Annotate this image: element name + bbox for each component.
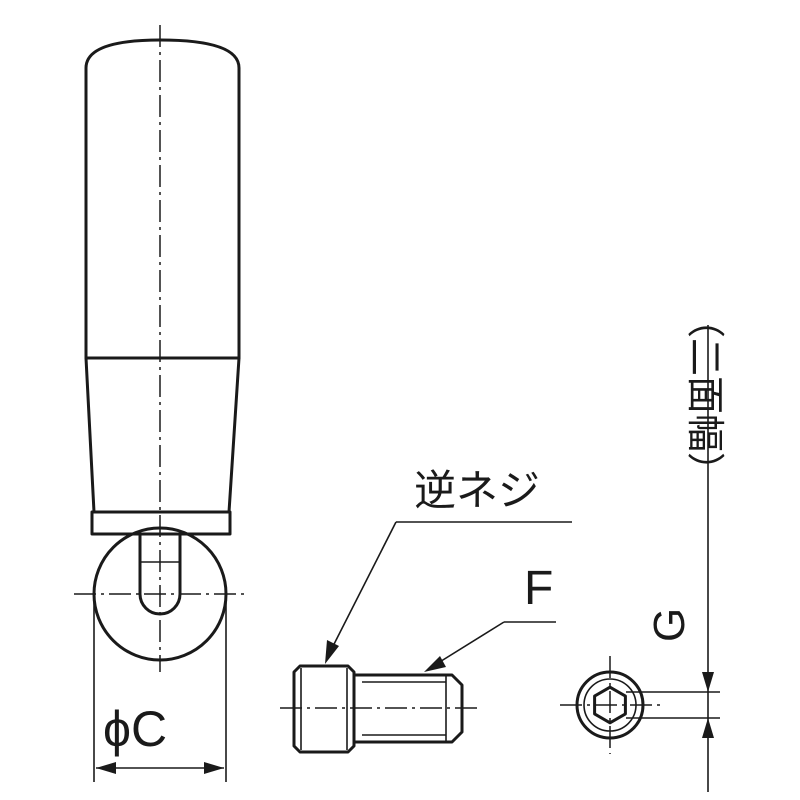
arrowhead-right <box>204 762 224 774</box>
grip-taper-section <box>84 356 241 514</box>
g-arrowhead-bottom <box>702 718 714 738</box>
label-g: G <box>645 608 694 642</box>
dimension-g: G （二面幅） <box>626 300 727 792</box>
dimension-phi-c: ϕC <box>93 594 227 782</box>
leader-f-arrowhead <box>424 656 446 672</box>
leader-reverse-thread: 逆ネジ <box>325 466 572 664</box>
leader-arrowhead <box>325 640 339 664</box>
leader-f: F <box>424 562 556 672</box>
leader-line <box>327 521 397 657</box>
grip-top-section <box>84 38 241 360</box>
hex-socket <box>593 685 627 725</box>
label-two-flats: （二面幅） <box>683 300 727 490</box>
g-arrowhead-top <box>702 672 714 692</box>
arrowhead-left <box>96 762 116 774</box>
label-diameter-c: ϕC <box>103 701 167 757</box>
label-reverse-thread: 逆ネジ <box>414 466 540 515</box>
reverse-thread-screw <box>280 664 478 754</box>
grip-collar <box>90 510 232 536</box>
slot-outline <box>138 532 182 616</box>
hex-socket-view <box>560 656 660 754</box>
wheel-view <box>74 526 248 662</box>
screw-head <box>292 664 356 754</box>
handle-grip <box>84 25 241 672</box>
label-f: F <box>524 562 553 615</box>
